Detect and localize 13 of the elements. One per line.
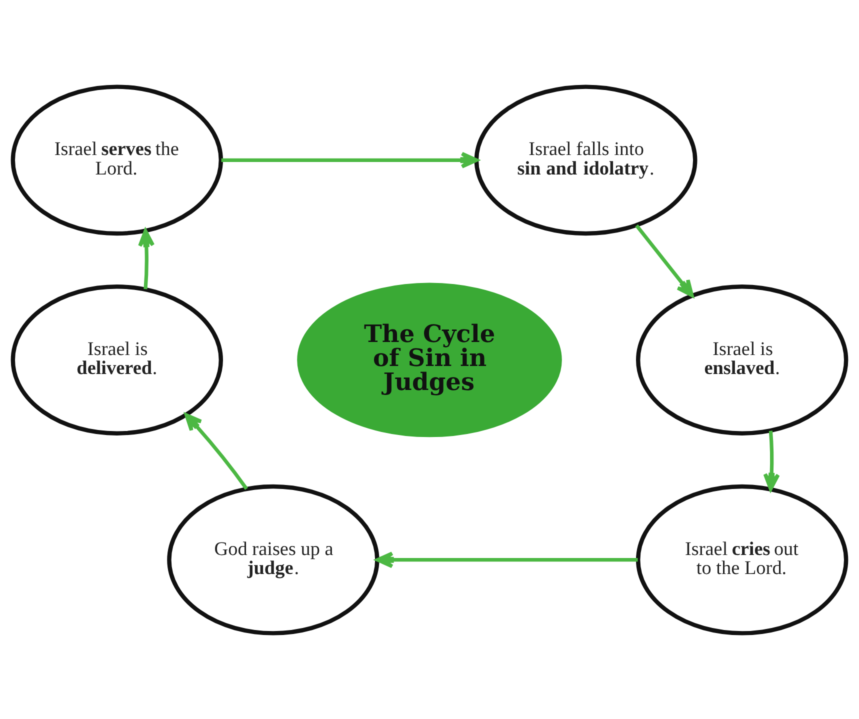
node-ellipse: Israel is delivered.	[10, 284, 223, 435]
node-ellipse: Israel cries out to the Lord.	[636, 484, 848, 635]
arrow	[376, 551, 638, 568]
node-ellipse: Israel is enslaved.	[636, 284, 848, 435]
node-ellipse: God raises up a judge.	[167, 484, 380, 635]
node-ellipse: Israel serves the Lord.	[10, 84, 223, 236]
arrow	[138, 228, 155, 289]
node-ellipse: Israel falls into sin and idolatry.	[474, 84, 698, 236]
arrow	[635, 224, 694, 297]
node-ellipse: The Cycle of Sin in Judges	[297, 282, 562, 437]
arrow	[221, 151, 478, 168]
arrow	[763, 430, 780, 490]
arrow	[184, 412, 248, 490]
